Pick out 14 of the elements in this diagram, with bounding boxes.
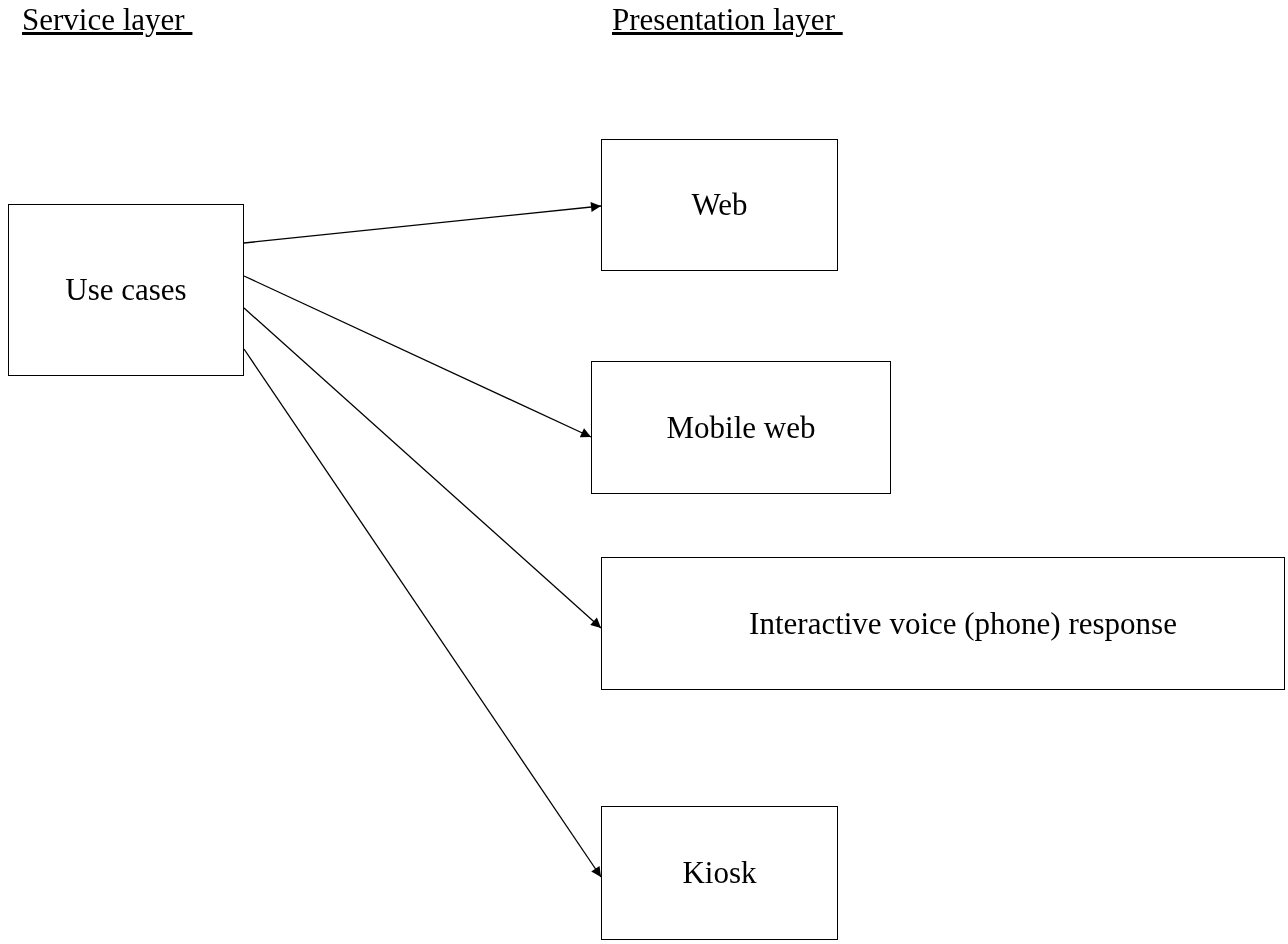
arrow [243, 348, 602, 878]
process-box [601, 557, 1285, 690]
process-box [601, 139, 838, 271]
box-label: Mobile web [666, 409, 816, 446]
box-label: Interactive voice (phone) response [749, 605, 1177, 642]
arrow [243, 307, 602, 629]
arrow [243, 202, 602, 244]
arrow [243, 275, 592, 438]
process-box [601, 806, 838, 940]
process-box [591, 361, 891, 494]
box-label: Web [691, 187, 748, 223]
box-label: Kiosk [682, 855, 757, 891]
process-box [8, 204, 244, 376]
box-label: Use cases [65, 272, 187, 308]
